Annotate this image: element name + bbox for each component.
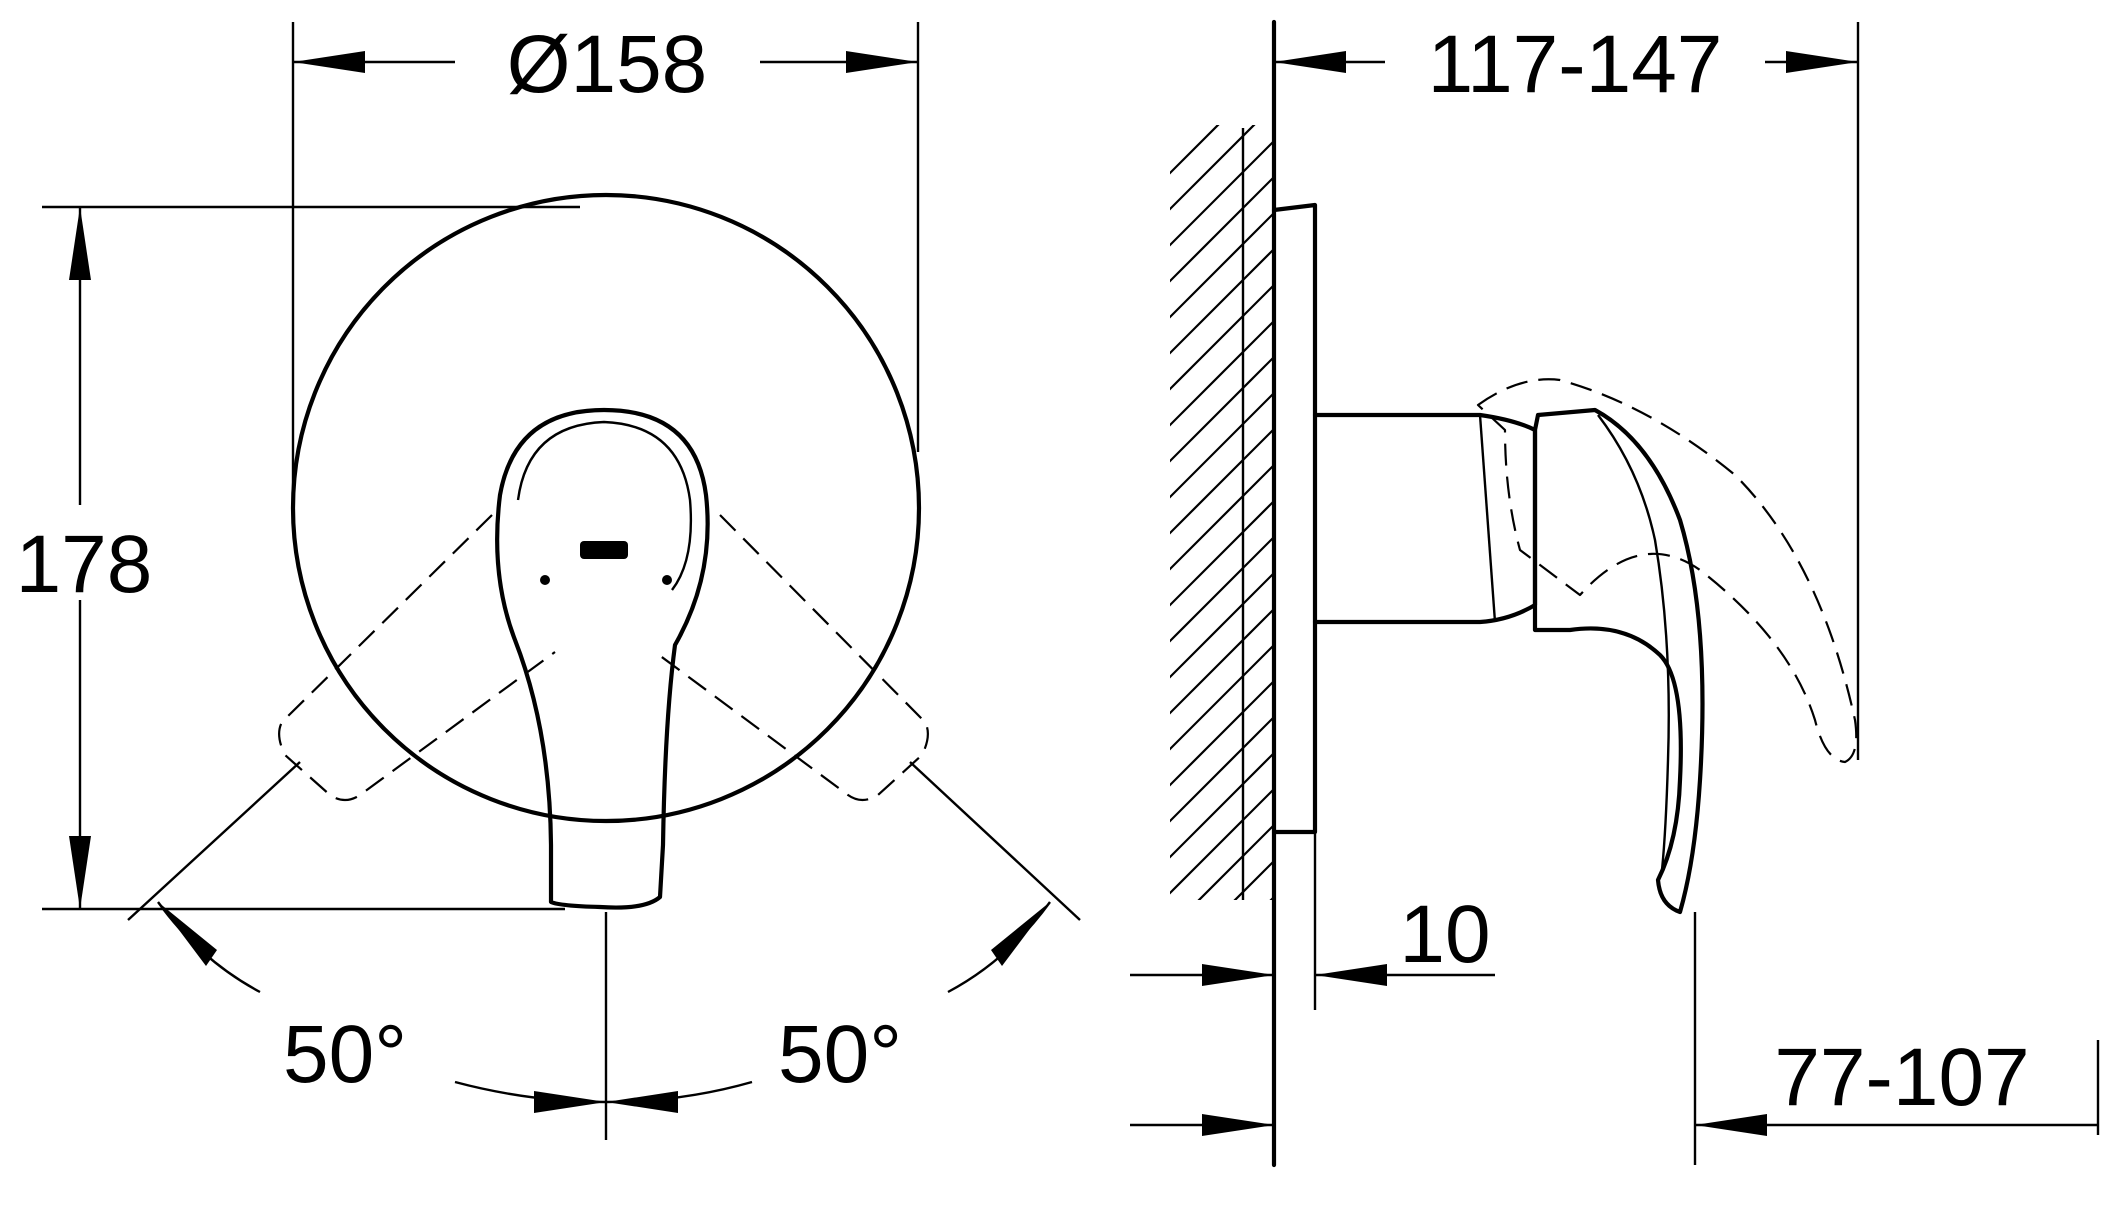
lever-dot-right	[662, 575, 672, 585]
cover-plate-side	[1271, 202, 1318, 835]
lever-handle-front-inner	[516, 420, 693, 591]
wall-hatch-line	[1170, 498, 1275, 607]
lever-rotated-right-dashed	[654, 514, 929, 802]
side-view: 117-147 10 77-107	[1130, 19, 2100, 1168]
wall-offset-label: 77-107	[1774, 1032, 2029, 1123]
wall-hatching	[1165, 125, 1280, 1042]
projection-dimension-label: 117-147	[1428, 19, 1723, 110]
wall-hatch-line	[1170, 246, 1275, 355]
wall-hatch-line	[1170, 426, 1275, 535]
wall-hatch-line	[1170, 786, 1275, 895]
lever-rotated-left-dashed	[278, 514, 556, 802]
wall-hatch-line	[1170, 282, 1275, 391]
wall-hatch-line	[1170, 462, 1275, 571]
wall-hatch-line	[1170, 174, 1275, 283]
diameter-dimension-label: Ø158	[507, 19, 708, 110]
wall-hatch-line	[1170, 750, 1275, 859]
wall-hatch-line	[1165, 927, 1280, 1042]
lever-handle-front	[495, 407, 710, 910]
cover-plate-outline	[290, 192, 922, 824]
wall-hatch-line	[1170, 125, 1220, 175]
wall-hatch-line	[1170, 390, 1275, 499]
wall-hatch-line	[1170, 606, 1275, 715]
wall-hatch-line	[1233, 858, 1275, 900]
wall-hatch-line	[1170, 534, 1275, 643]
wall-hatch-line	[1170, 125, 1256, 211]
lever-indicator-mark	[580, 541, 628, 559]
plate-thickness-label: 10	[1399, 889, 1490, 980]
lever-handle-side	[1532, 407, 1705, 915]
wall-hatch-line	[1170, 318, 1275, 427]
angle-left-label: 50°	[283, 1009, 407, 1100]
wall-hatch-line	[1170, 570, 1275, 679]
valve-body-side	[1312, 412, 1538, 625]
wall-hatch-line	[1170, 714, 1275, 823]
wall-hatch-line	[1170, 354, 1275, 463]
wall-hatch-line	[1170, 678, 1275, 787]
angle-right-label: 50°	[778, 1009, 902, 1100]
front-view: Ø158 178 50° 50°	[16, 19, 1081, 1140]
wall-hatch-line	[1170, 210, 1275, 319]
lever-rotated-side-dashed	[1476, 378, 1858, 764]
height-dimension-label: 178	[16, 519, 153, 610]
wall-hatch-line	[1170, 642, 1275, 751]
wall-hatch-line	[1170, 138, 1275, 247]
wall-hatch-line	[1269, 894, 1275, 900]
wall-hatch-line	[1197, 822, 1275, 900]
lever-dot-left	[540, 575, 550, 585]
